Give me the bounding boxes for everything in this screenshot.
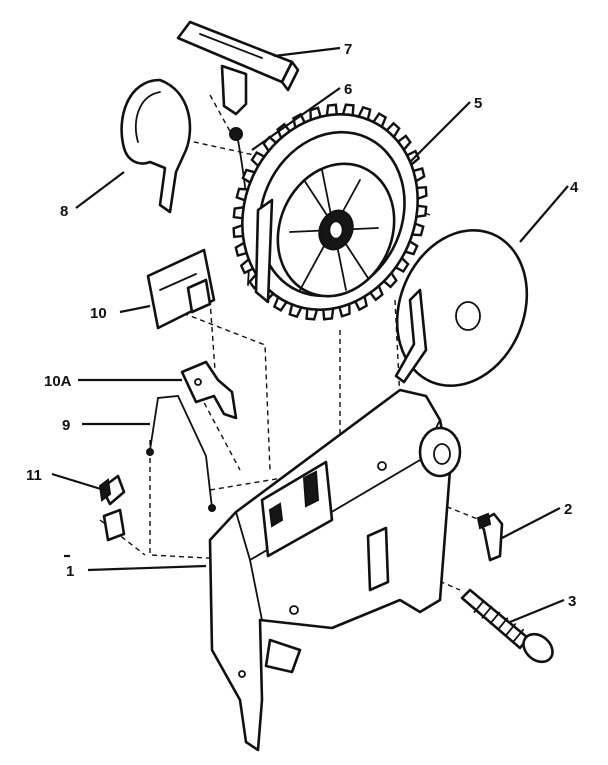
- callout-labels: 7 6 5 4 8 10 10A 9 11 1 2 3: [26, 41, 579, 610]
- leader-lines: [51, 46, 569, 624]
- callout-10: 10: [90, 305, 107, 322]
- recoil-pulley: [232, 103, 428, 321]
- rope-guide-spring: [120, 78, 192, 214]
- main-bracket: [208, 388, 462, 752]
- recoil-spring-housing: [394, 228, 529, 388]
- screw-thread: [505, 623, 517, 636]
- screw-thread: [497, 617, 509, 631]
- callout-10a: 10A: [44, 373, 72, 390]
- pawl: [98, 474, 126, 542]
- callout-3: 3: [568, 593, 576, 610]
- callout-2: 2: [564, 501, 572, 518]
- callout-7: 7: [344, 41, 352, 58]
- screw-thread: [513, 628, 524, 642]
- starter-handle: [176, 20, 300, 116]
- clip: [180, 360, 238, 420]
- callout-4: 4: [570, 179, 579, 196]
- screw-thread: [489, 611, 501, 625]
- callout-5: 5: [474, 95, 482, 112]
- callout-11: 11: [26, 467, 42, 484]
- callout-8: 8: [60, 203, 68, 220]
- wire-spring: [146, 395, 216, 512]
- screw: [460, 588, 554, 664]
- screw-thread: [481, 605, 493, 619]
- plate: [146, 248, 216, 330]
- callout-9: 9: [62, 417, 70, 434]
- screw-threads: [473, 600, 524, 642]
- nut: [476, 512, 504, 562]
- callout-1: 1: [66, 563, 74, 580]
- callout-6: 6: [344, 81, 352, 98]
- screw-thread: [473, 600, 485, 613]
